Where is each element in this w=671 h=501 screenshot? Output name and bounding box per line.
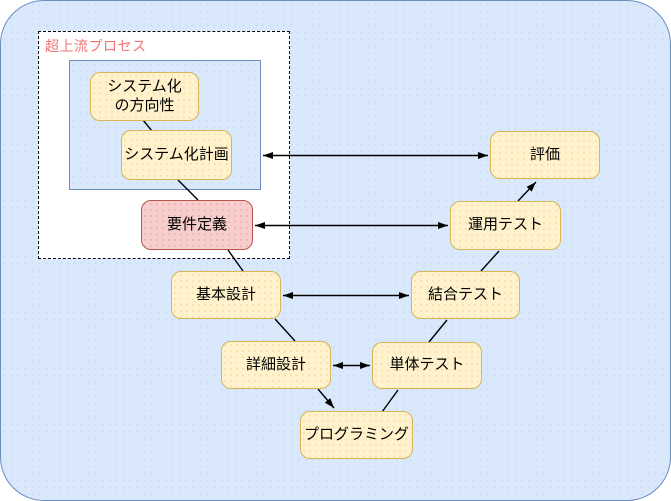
node-detailed-design: 詳細設計 — [221, 341, 331, 389]
node-evaluation: 評価 — [490, 131, 600, 179]
group-label: 超上流プロセス — [45, 38, 147, 54]
node-integration-test: 結合テスト — [411, 271, 520, 319]
node-systemization-direction: システム化 の方向性 — [90, 72, 199, 121]
node-programming: プログラミング — [300, 411, 413, 459]
node-unit-test: 単体テスト — [372, 342, 482, 389]
node-systemization-plan: システム化計画 — [121, 130, 232, 180]
node-operation-test: 運用テスト — [450, 201, 561, 250]
node-basic-design: 基本設計 — [171, 271, 281, 319]
node-requirements-definition: 要件定義 — [141, 200, 253, 250]
